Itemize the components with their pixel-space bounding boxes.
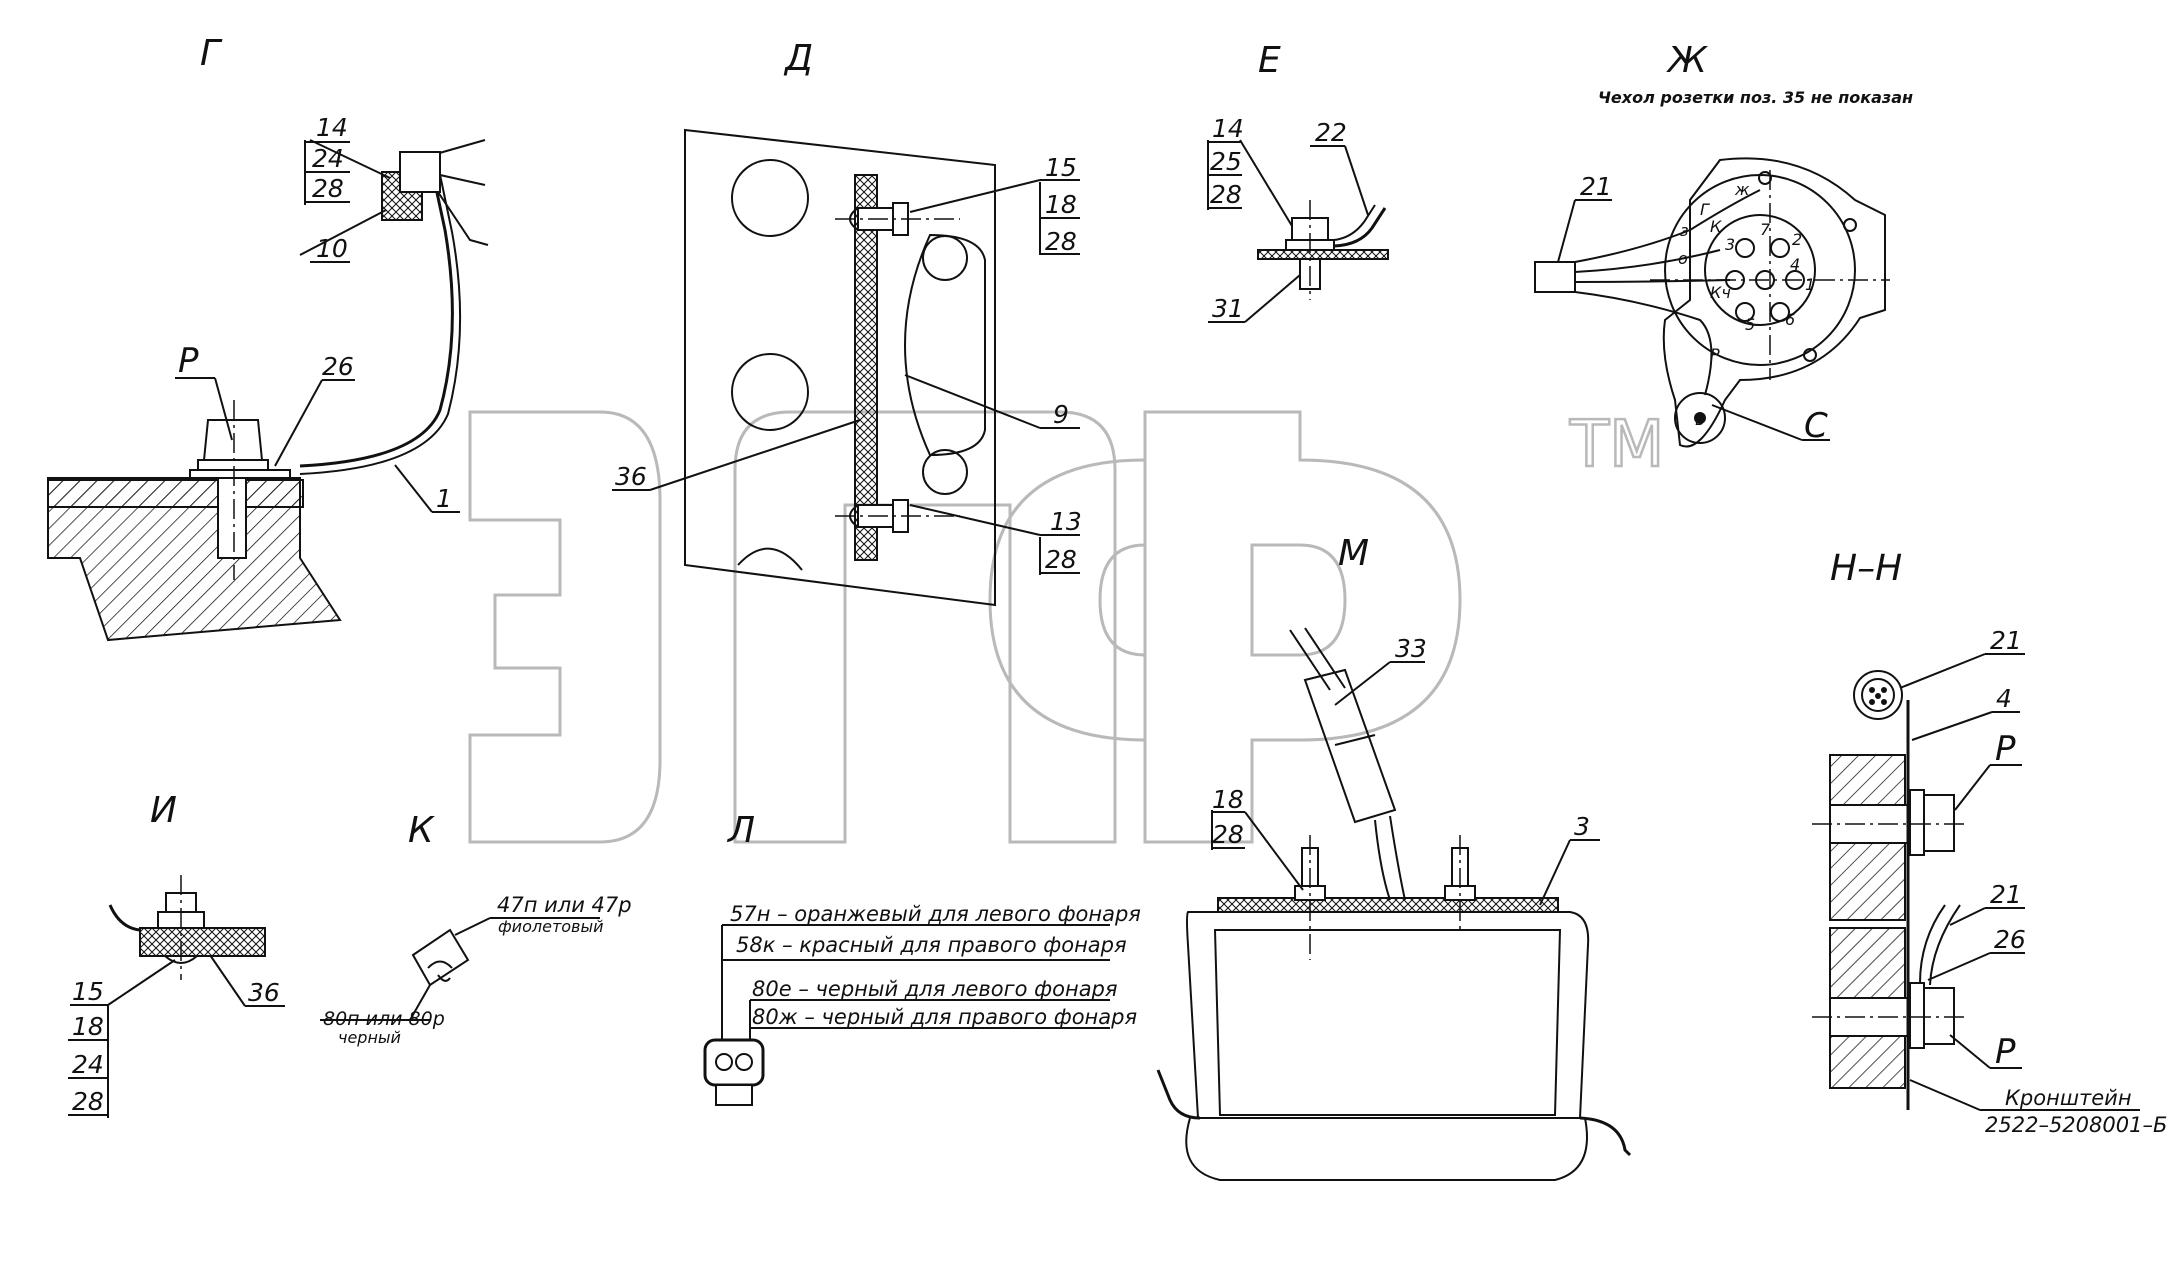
callout-d-28: 28 [1045,227,1077,256]
view-title-g: Г [200,33,223,74]
pin-z: з [1680,221,1689,240]
callout-g-p: Р [178,341,199,381]
pin-g: Г [1700,200,1710,219]
callout-e-14: 14 [1212,114,1244,143]
view-title-d: Д [783,38,813,79]
note-k-bot-1: 80п или 80р [323,1008,445,1030]
callout-g-28: 28 [312,174,344,203]
callout-m-33: 33 [1395,634,1427,663]
pin-7: 7 [1760,220,1771,239]
pin-v: в [1695,410,1704,429]
view-title-zh: Ж [1666,40,1709,81]
callout-nn-p2: Р [1995,1032,2016,1072]
note-k-top-2: фиолетовый [498,917,604,936]
note-bracket-1: Кронштейн [2005,1086,2132,1110]
callout-i-18: 18 [72,1012,104,1041]
callout-g-14: 14 [316,113,348,142]
note-l-1: 57н – оранжевый для левого фонаря [730,902,1141,926]
callout-e-22: 22 [1315,118,1347,147]
note-zh: Чехол розетки поз. 35 не показан [1598,88,1913,107]
callout-nn-21b: 21 [1990,880,2022,909]
view-title-i: И [150,790,177,831]
callout-nn-21: 21 [1990,626,2022,655]
view-i: И 15 18 24 28 36 [68,790,285,1118]
pin-5: 5 [1745,315,1755,334]
note-l-4: 80ж – черный для правого фонаря [752,1005,1137,1029]
callout-nn-p1: Р [1995,729,2016,769]
pin-zh: ж [1734,180,1750,199]
callout-g-24: 24 [312,144,344,173]
pin-3: 3 [1725,235,1735,254]
callout-zh-21: 21 [1580,172,1612,201]
callout-g-26: 26 [322,352,354,381]
pin-o: о [1678,249,1688,268]
callout-g-10: 10 [316,234,348,263]
view-m: М 33 18 28 3 [1156,533,1632,1181]
note-bracket-2: 2522–5208001–Б [1985,1113,2167,1137]
view-title-m: М [1338,533,1369,574]
callout-d-15: 15 [1045,153,1077,182]
view-nn: Н–Н 21 4 Р 21 26 [1812,548,2167,1137]
callout-nn-4: 4 [1996,684,2012,713]
view-title-nn: Н–Н [1830,548,1902,589]
callout-d-9: 9 [1053,400,1069,429]
callout-d-36: 36 [615,462,647,491]
note-k-top-1: 47п или 47р [497,893,632,917]
pin-2: 2 [1792,230,1802,249]
view-title-e: Е [1258,40,1281,81]
pin-kch: Кч [1710,283,1731,302]
note-l-2: 58к – красный для правого фонаря [736,933,1127,957]
callout-i-24: 24 [72,1050,104,1079]
callout-i-15: 15 [72,977,104,1006]
view-g: Г 14 24 28 10 Р 26 [47,33,489,642]
callout-d-18: 18 [1045,190,1077,219]
note-l-3: 80е – черный для левого фонаря [752,977,1118,1001]
callout-e-31: 31 [1212,294,1244,323]
view-title-k: К [408,810,435,851]
view-zh: Ж Чехол розетки поз. 35 не показан ж Г К… [1534,40,1913,448]
callout-m-3: 3 [1574,812,1590,841]
pin-6: 6 [1785,310,1795,329]
callout-i-36: 36 [248,978,280,1007]
view-e: Е 14 25 28 22 31 [1207,40,1389,323]
pin-k: К [1710,217,1722,236]
callout-e-28: 28 [1210,180,1242,209]
pin-r: Р [1710,345,1720,364]
view-title-l: Л [726,810,755,851]
note-k-bot-2: черный [338,1028,401,1047]
view-d: Д 15 18 28 9 36 13 [612,38,1082,607]
pin-1: 1 [1805,275,1815,294]
watermark-tm: TM [1569,408,1664,482]
callout-d-28b: 28 [1045,545,1077,574]
callout-m-28: 28 [1212,820,1244,849]
view-l: Л 57н – оранжевый для левого фонаря 58к … [703,810,1141,1106]
callout-g-1: 1 [436,484,452,513]
callout-e-25: 25 [1210,147,1242,176]
pin-4: 4 [1790,255,1800,274]
view-k: К 47п или 47р фиолетовый 80п или 80р чер… [320,810,632,1047]
callout-zh-c: С [1804,406,1828,446]
callout-i-28: 28 [72,1087,104,1116]
callout-m-18: 18 [1212,785,1244,814]
callout-nn-26: 26 [1994,925,2026,954]
callout-d-13: 13 [1050,507,1082,536]
watermark-logo: TM [468,407,1666,844]
